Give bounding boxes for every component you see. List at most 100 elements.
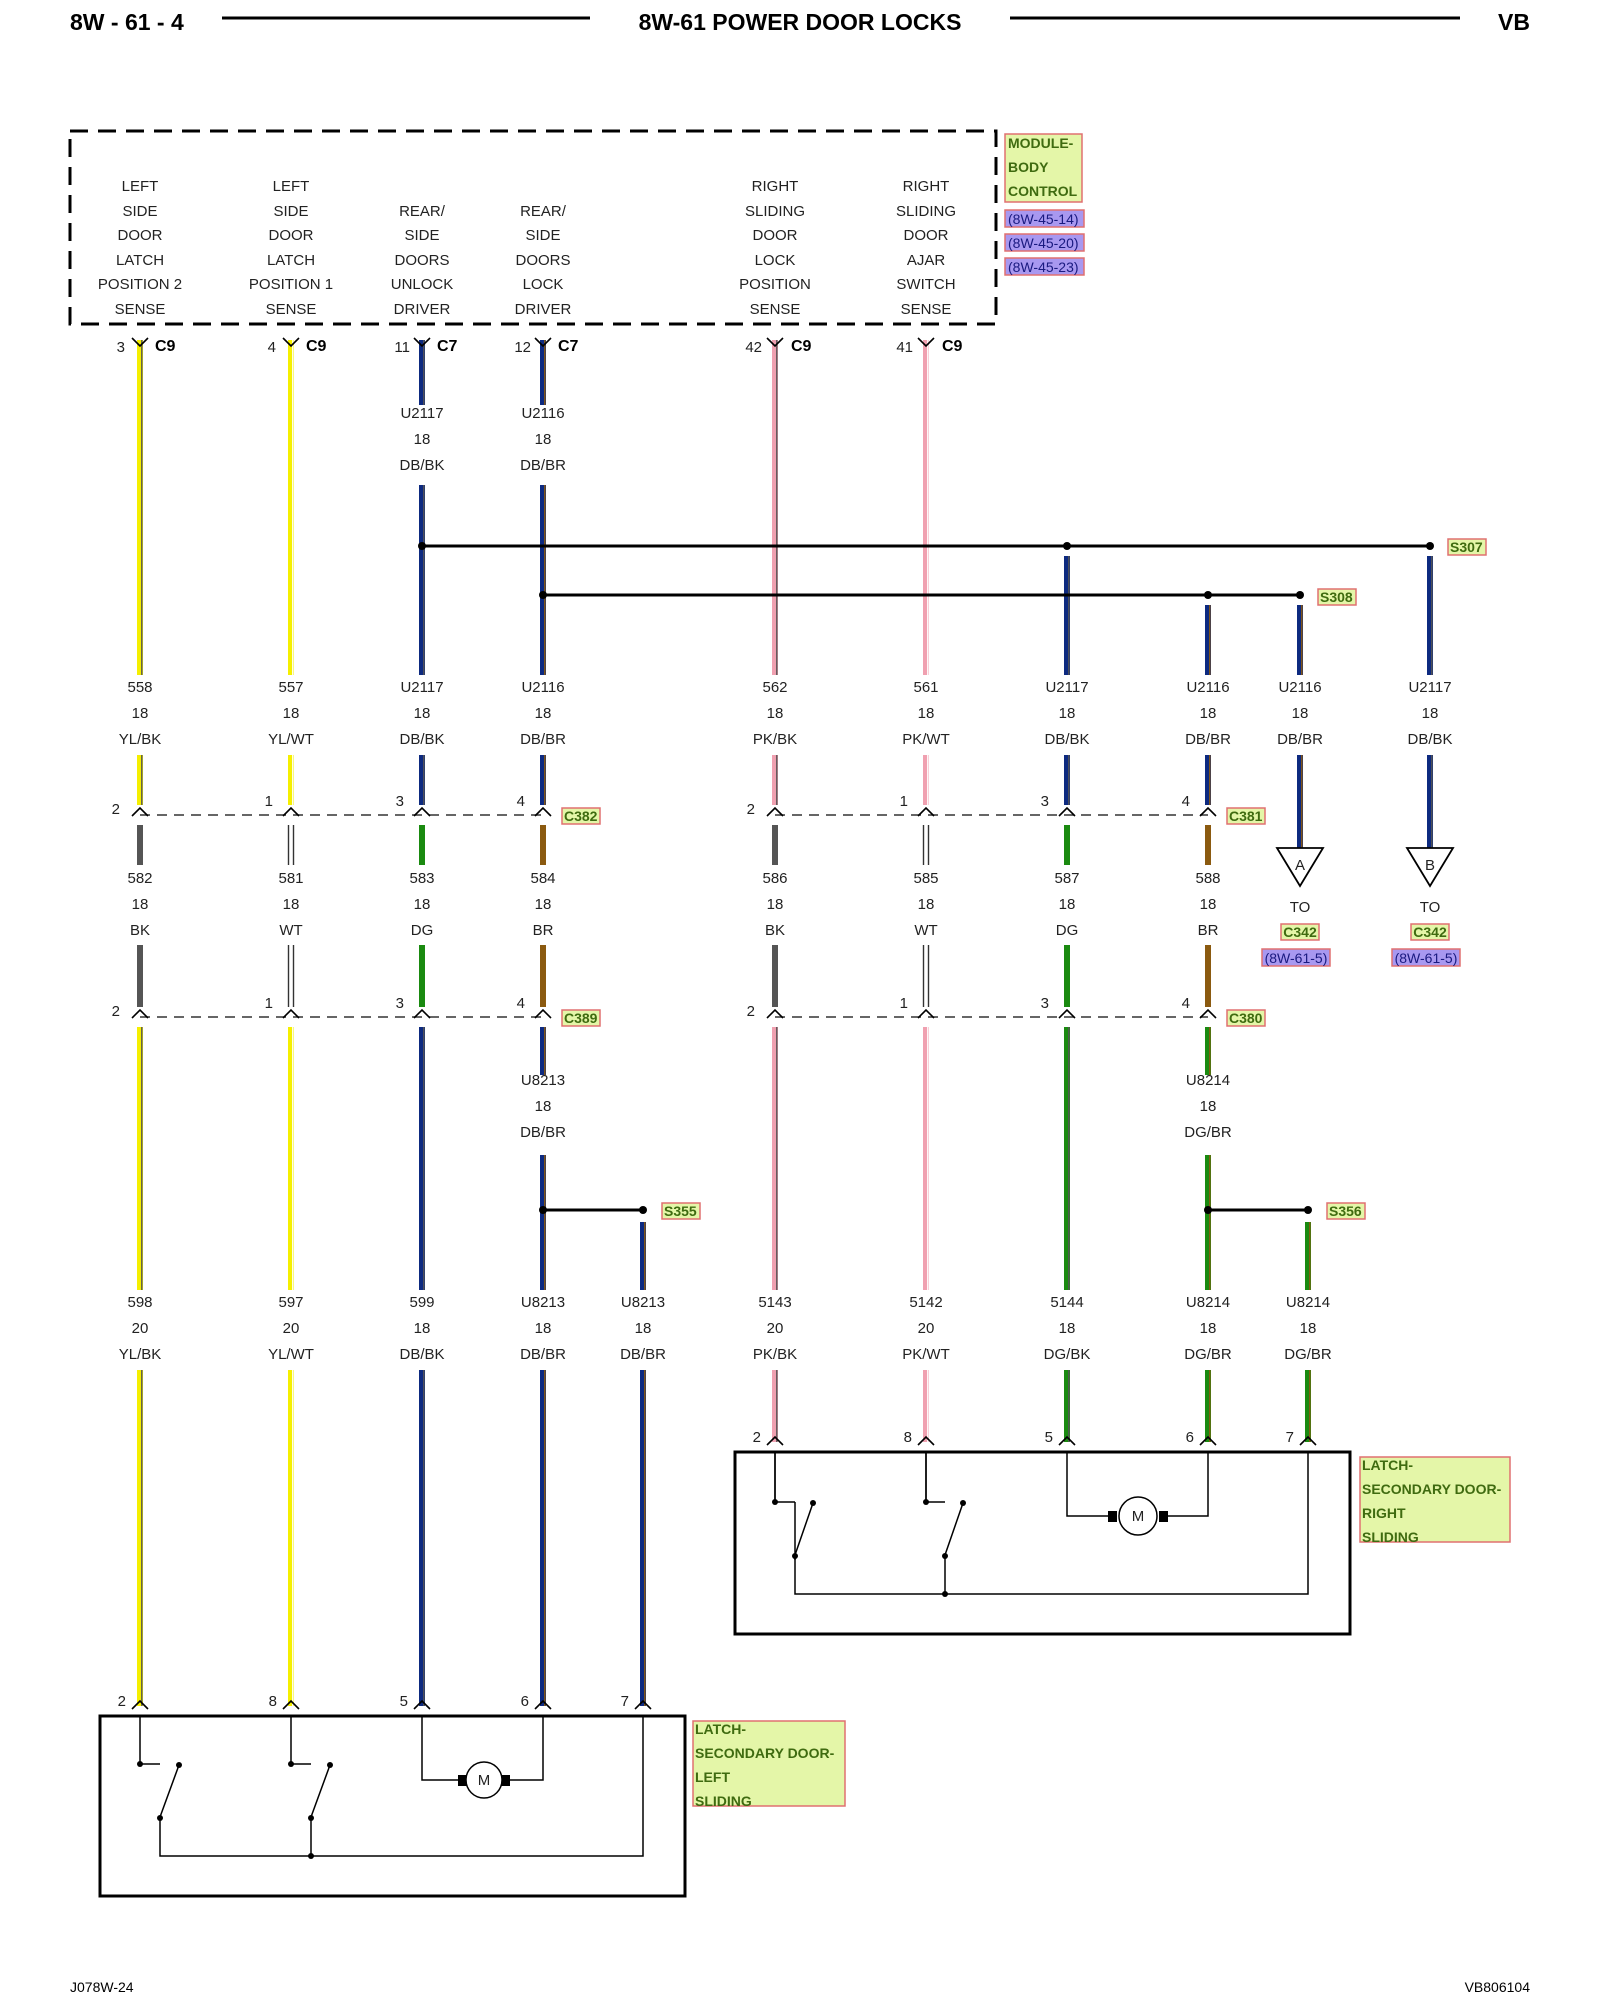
latch-right-label-box [1359,1456,1511,1543]
wire-circuit: U2116 [521,679,564,696]
wire-circuit: 597 [278,1294,303,1311]
footer-left-code: J078W-24 [70,1979,134,1995]
wire-circuit: 558 [127,679,152,696]
wire-segment [922,945,930,1007]
splice-label-s308: S308 [1320,589,1353,605]
latch-pin: 2 [753,1429,761,1446]
pin-desc: SLIDING [896,203,956,220]
module-label-box [1004,133,1083,203]
wire-color: DB/BK [1044,731,1089,748]
wire-segment [137,340,143,655]
connector-label-box [1226,807,1266,825]
connector-chevron [131,1008,149,1019]
pin-desc: LEFT [122,178,159,195]
connector-chevron [634,1699,652,1710]
pin-desc: RIGHT [752,178,799,195]
wire-segment [1205,605,1211,675]
wire-color: DG/BR [1184,1124,1232,1141]
wire-color: YL/BK [119,1346,162,1363]
wire-circuit: 557 [278,679,303,696]
wire-circuit: 562 [762,679,787,696]
latch-pin: 5 [400,1693,408,1710]
connector-pin: 3 [396,995,404,1012]
wire-gauge: 18 [535,1320,552,1337]
connector-chevron [413,337,431,348]
module-ref-box [1004,233,1085,252]
wire-color: DB/BK [399,457,444,474]
wires [137,340,1433,1706]
wire-color: DB/BR [520,457,566,474]
wire-circuit: U8213 [521,1294,565,1311]
wire-segment [137,655,143,675]
wire-gauge: 18 [1200,1320,1217,1337]
wire-segment [1064,556,1070,675]
wire-circuit: U8214 [1186,1294,1230,1311]
wire-circuit: U2117 [400,679,443,696]
switch-lever [159,1764,180,1818]
wire-color: DG [1056,922,1079,939]
motor-icon [1118,1496,1158,1536]
connector-label-box [561,1009,601,1027]
connector-id: C7 [558,338,579,355]
module-ref-link[interactable]: (8W-45-14) [1008,211,1079,227]
wire-gauge: 18 [132,705,149,722]
module-ref-link[interactable]: (8W-45-20) [1008,235,1079,251]
wire-circuit: 599 [409,1294,434,1311]
wire-segment [772,1370,778,1442]
connector-chevron [1058,1008,1076,1019]
wire-gauge: 18 [535,1098,552,1115]
connector-chevron [413,1699,431,1710]
latch-right-contacts [772,1499,966,1597]
motor-brush [501,1775,510,1786]
switch-contact [308,1815,314,1821]
wire-color: DG/BK [1044,1346,1091,1363]
latch-label-line: SLIDING [1362,1529,1419,1545]
module-ref-link[interactable]: (8W-45-23) [1008,259,1079,275]
connector-label-box [561,807,601,825]
pin-desc: SIDE [404,227,439,244]
wire-segment [287,825,295,865]
splice-label-box [661,1202,701,1220]
offpage-ref-link[interactable]: (8W-61-5) [1395,950,1458,966]
connector-chevron [413,1008,431,1019]
connector-label-c381: C381 [1229,808,1263,824]
wire-segment [1205,755,1211,805]
connector-chevron [534,806,552,817]
wire-color: BK [765,922,785,939]
offpage-triangle-a[interactable] [1275,847,1325,888]
wire-color: PK/WT [902,731,950,748]
wire-color: BK [130,922,150,939]
wire-gauge: 18 [1059,705,1076,722]
wire-segment [923,1370,929,1442]
pin-desc: REAR/ [520,203,567,220]
offpage-triangle-b[interactable] [1405,847,1455,888]
offpage-ref-link[interactable]: (8W-61-5) [1265,950,1328,966]
wire-color: BR [1198,922,1219,939]
wire-gauge: 18 [535,896,552,913]
wire-gauge: 18 [1422,705,1439,722]
connector-chevron [131,1699,149,1710]
wire-color: DB/BR [620,1346,666,1363]
pin-number: 4 [268,339,276,356]
switch-wire [139,1716,160,1765]
wire-segment [1305,1222,1311,1290]
connector-id: C9 [155,338,176,355]
wire-circuit: U2117 [1045,679,1088,696]
wire-segment [137,1027,143,1290]
wire-gauge: 18 [918,896,935,913]
splice-labels: S307 S308 S355 S356 [661,538,1487,1220]
latch-ground-wire [159,1716,644,1857]
page-variant: VB [1498,9,1530,35]
wire-segment [540,755,546,805]
footer-right-code: VB806104 [1465,1979,1531,1995]
connector-chevron [766,1435,784,1446]
module-pin-numbers: 3 C9 4 C9 11 C7 12 C7 42 C9 41 C9 [117,338,963,356]
